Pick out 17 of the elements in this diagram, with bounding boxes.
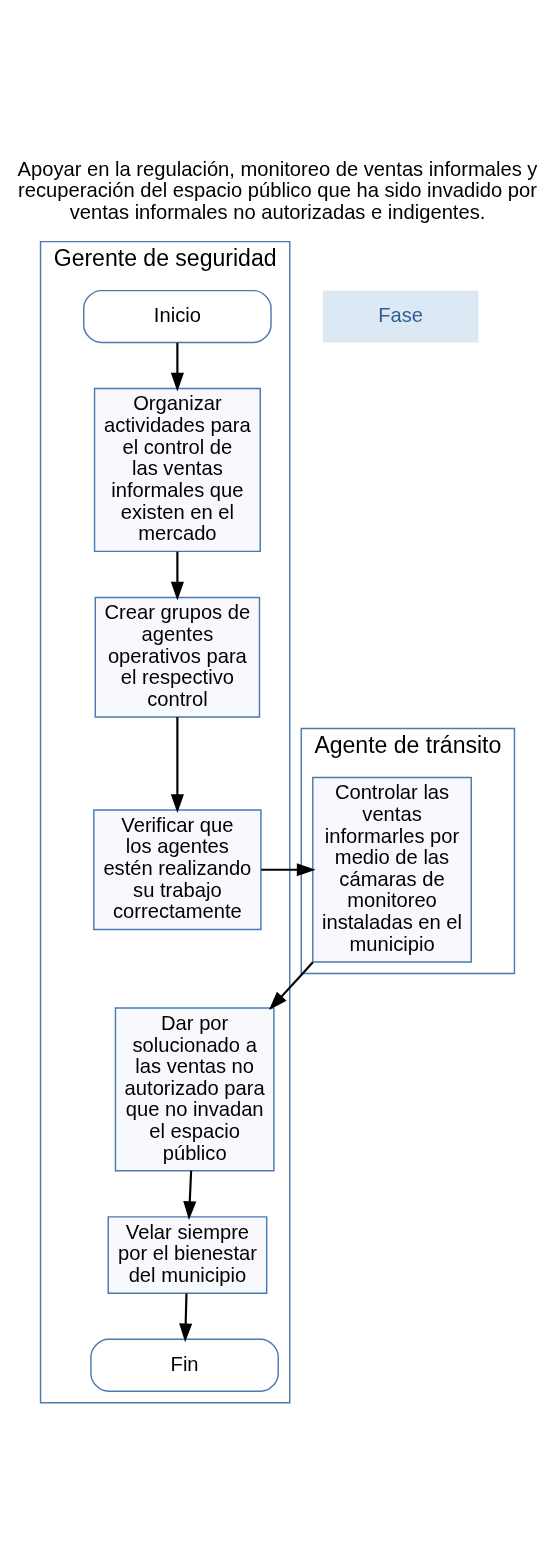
arrow: [170, 716, 184, 813]
diagram-title: Apoyar en la regulación, monitoreo de ventas informales y recuperación del espacio público que ha sido invadido por ventas informales no autorizadas e indigentes.: [17, 157, 538, 223]
node-box: Velar siempre por el bienestar del municipio: [107, 1215, 268, 1294]
arrow: [170, 551, 184, 601]
arrow: [268, 961, 314, 1010]
label: Fase: [378, 303, 424, 326]
node-box: Crear grupos de agentes operativos para el respectivo control: [94, 596, 261, 718]
arrow: [179, 1292, 193, 1342]
arrow: [183, 1170, 197, 1220]
node-box: Verificar que los agentes estén realizando su trabajo correctamente: [93, 808, 262, 930]
node-box: Fin: [90, 1338, 279, 1392]
node-box: Dar por solucionado a las ventas no autorizado para que no invadan el espacio público: [114, 1006, 275, 1171]
node-box: Inicio: [83, 289, 272, 343]
arrow: [170, 342, 184, 392]
node-box: Organizar actividades para el control de las ventas informales que existen en el mercado: [93, 387, 261, 552]
node-box: Controlar las ventas informarles por medio de las cámaras de monitoreo instaladas en el municipio: [312, 776, 472, 963]
arrow: [261, 862, 316, 876]
